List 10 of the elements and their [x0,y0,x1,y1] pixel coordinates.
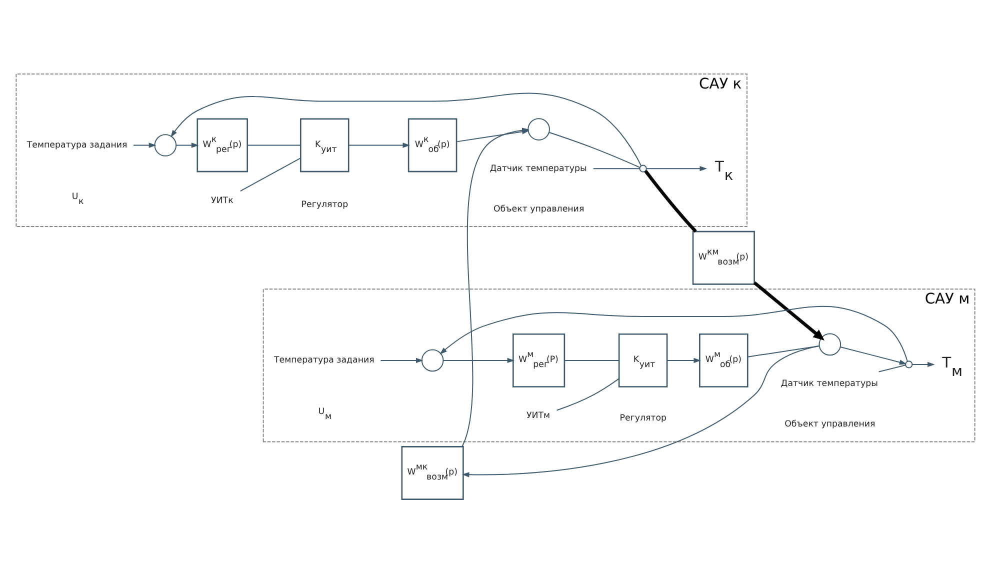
node-text: Датчик температуры [490,164,587,174]
node-text: Датчик температуры [780,379,878,390]
node-text: УИТк [211,196,234,206]
node-text: УИТм [526,411,550,421]
node-text: Температура задания [26,140,128,151]
label: Объект управления [494,204,584,214]
label: Регулятор [620,414,667,424]
label: Объект управления [784,420,876,430]
label: Регулятор [301,200,348,210]
node-text: Температура задания [274,356,374,366]
